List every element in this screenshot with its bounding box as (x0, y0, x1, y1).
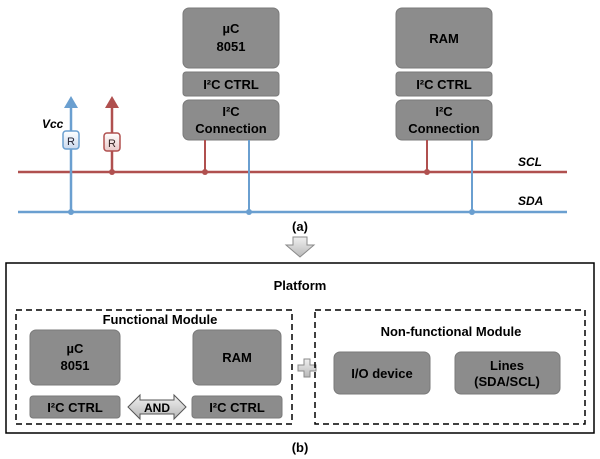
vcc-label: Vcc (42, 117, 64, 131)
uc-i2c-conn-line1: I²C (222, 104, 240, 119)
ram-scl-node (424, 169, 430, 175)
lines-block (454, 351, 561, 395)
sda-label: SDA (518, 194, 543, 208)
fm-uc8051-line2: 8051 (61, 358, 90, 373)
uc-i2c-ctrl-label: I²C CTRL (203, 77, 259, 92)
fm-i2c-ctrl-left-label: I²C CTRL (47, 400, 103, 415)
and-label: AND (144, 401, 170, 415)
caption-b: (b) (292, 440, 309, 455)
uc8051-stack: µC 8051 I²C CTRL I²C Connection (182, 7, 280, 141)
and-double-arrow-icon (127, 393, 187, 421)
scl-label: SCL (518, 155, 542, 169)
functional-module-frame (15, 309, 293, 425)
down-arrow-icon (284, 236, 316, 258)
resistor-sda-label: R (67, 136, 75, 148)
uc8051-line2: 8051 (217, 39, 246, 54)
functional-module-title: Functional Module (103, 312, 218, 327)
ram-i2c-ctrl-block (395, 71, 493, 97)
fm-i2c-ctrl-right-label: I²C CTRL (209, 400, 265, 415)
fm-ram-block (192, 329, 282, 386)
ram-label: RAM (429, 31, 459, 46)
sda-pullup-node (68, 209, 74, 215)
uc-i2c-conn-line2: Connection (195, 121, 267, 136)
platform-title: Platform (274, 278, 327, 293)
scl-pullup-node (109, 169, 115, 175)
vcc-arrow-icon (105, 96, 119, 108)
nonfunctional-module-frame (314, 309, 586, 425)
plus-icon (297, 358, 317, 378)
platform-frame (5, 262, 595, 434)
uc-scl-node (202, 169, 208, 175)
uc8051-line1: µC (223, 21, 240, 36)
sda-pullup: R (62, 96, 80, 215)
fm-uc8051-line1: µC (67, 341, 84, 356)
ram-i2c-connection-block (395, 99, 493, 141)
resistor-sda-icon (62, 130, 80, 150)
fm-i2c-ctrl-left (29, 395, 121, 419)
resistor-scl-label: R (108, 138, 116, 150)
scl-pullup: R (103, 96, 121, 175)
fm-ram-label: RAM (222, 350, 252, 365)
lines-label-2: (SDA/SCL) (474, 374, 540, 389)
vcc-arrow-icon (64, 96, 78, 108)
ram-i2c-conn-line1: I²C (435, 104, 453, 119)
uc8051-block (182, 7, 280, 69)
caption-a: (a) (292, 219, 308, 234)
io-device-block (333, 351, 431, 395)
uc-i2c-connection-block (182, 99, 280, 141)
fm-i2c-ctrl-right (191, 395, 283, 419)
fm-uc8051-block (29, 329, 121, 386)
resistor-scl-icon (103, 132, 121, 152)
uc-sda-node (246, 209, 252, 215)
lines-label-1: Lines (490, 358, 524, 373)
uc-i2c-ctrl-block (182, 71, 280, 97)
ram-i2c-conn-line2: Connection (408, 121, 480, 136)
ram-stack: RAM I²C CTRL I²C Connection (395, 7, 493, 141)
ram-i2c-ctrl-label: I²C CTRL (416, 77, 472, 92)
ram-sda-node (469, 209, 475, 215)
nonfunctional-module-title: Non-functional Module (381, 324, 522, 339)
io-device-label: I/O device (351, 366, 412, 381)
ram-block (395, 7, 493, 69)
